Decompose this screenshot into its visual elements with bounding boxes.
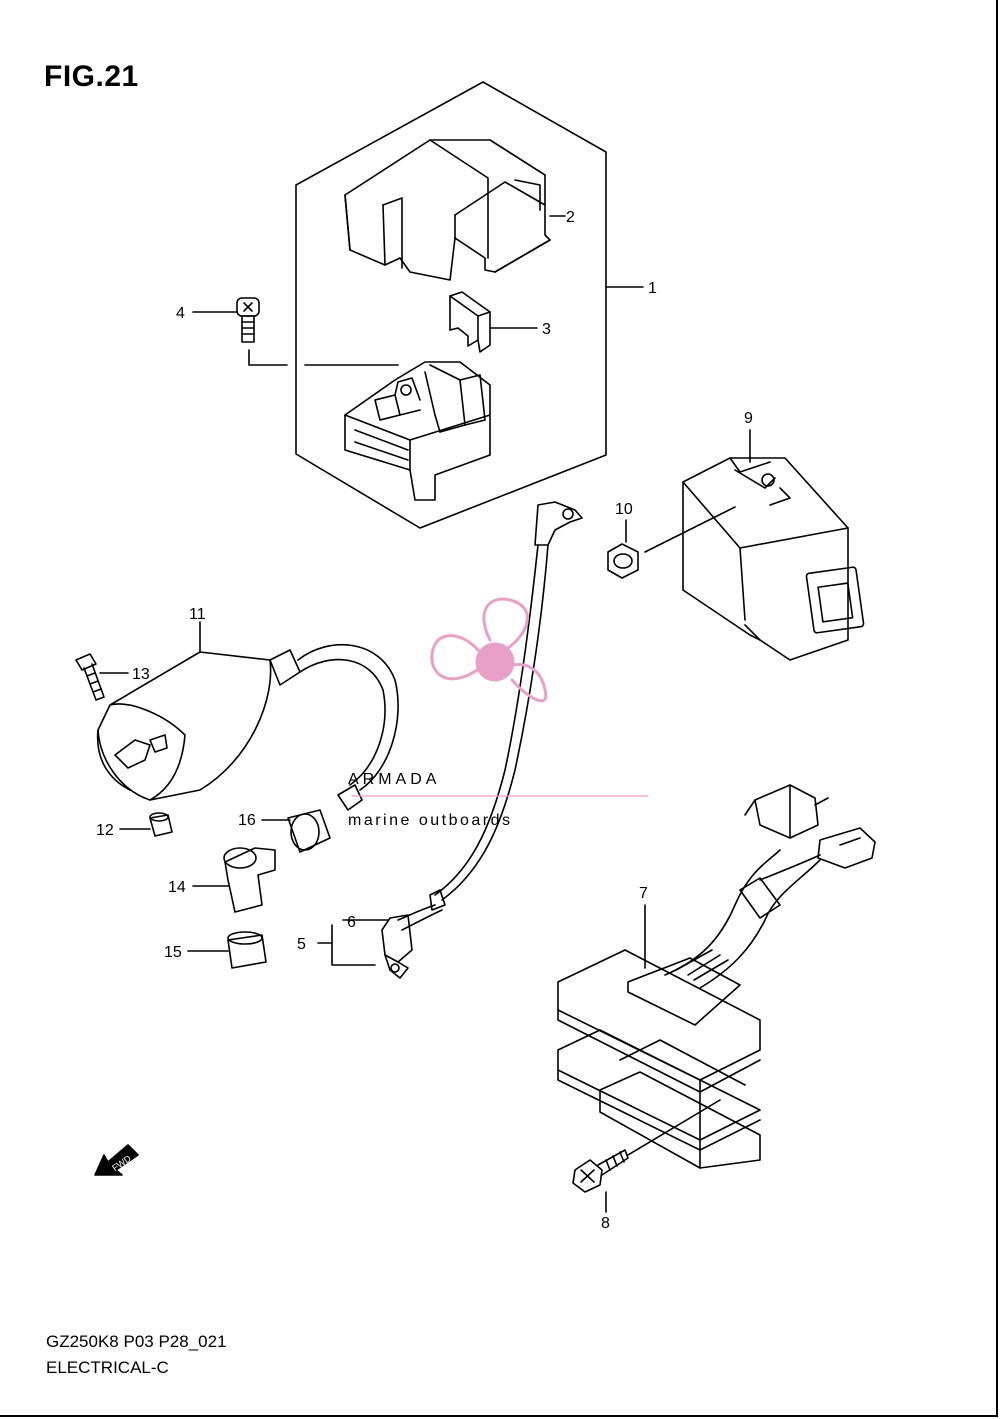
figure-title: FIG.21 <box>44 60 139 93</box>
screw-8 <box>572 1099 721 1213</box>
callout-16: 16 <box>238 812 256 829</box>
screw-4 <box>192 297 399 366</box>
section-title: ELECTRICAL-C <box>46 1358 169 1377</box>
callout-2: 2 <box>566 209 575 226</box>
drawing-code: GZ250K8 P03 P28_021 <box>46 1332 227 1351</box>
callout-3: 3 <box>542 321 551 338</box>
callout-12: 12 <box>96 822 114 839</box>
callout-1: 1 <box>648 280 657 297</box>
regulator-rectifier <box>557 784 876 1169</box>
fwd-arrow: FWD <box>94 1144 139 1176</box>
assembly-1-boundary <box>295 81 607 529</box>
sleeve-12 <box>119 812 173 837</box>
fuse-box-base <box>344 361 491 501</box>
callout-7: 7 <box>639 885 648 902</box>
battery-cable <box>381 501 583 979</box>
ignition-coil <box>96 621 399 811</box>
cap-14 <box>192 847 276 913</box>
callout-15: 15 <box>164 944 182 961</box>
watermark-tagline: marine outboards <box>348 812 513 829</box>
callout-9: 9 <box>744 410 753 427</box>
plug-cap-16 <box>261 809 331 853</box>
sleeve-15 <box>187 931 267 969</box>
nut-10 <box>607 519 639 579</box>
watermark: ARMADA marine outboards <box>348 597 649 829</box>
fuse-box-cover <box>344 139 566 281</box>
control-unit <box>644 429 865 661</box>
callout-13: 13 <box>132 666 150 683</box>
watermark-brand: ARMADA <box>348 771 440 788</box>
callout-8: 8 <box>601 1215 610 1232</box>
bolt-13 <box>75 653 129 701</box>
fuse <box>449 291 538 353</box>
callout-10: 10 <box>615 501 633 518</box>
propeller-logo <box>430 597 548 703</box>
callout-14: 14 <box>168 879 186 896</box>
callout-4: 4 <box>176 305 185 322</box>
callout-11: 11 <box>189 606 206 623</box>
callout-5: 5 <box>297 936 306 953</box>
callout-6: 6 <box>347 914 356 931</box>
bracket-5 <box>331 924 376 966</box>
